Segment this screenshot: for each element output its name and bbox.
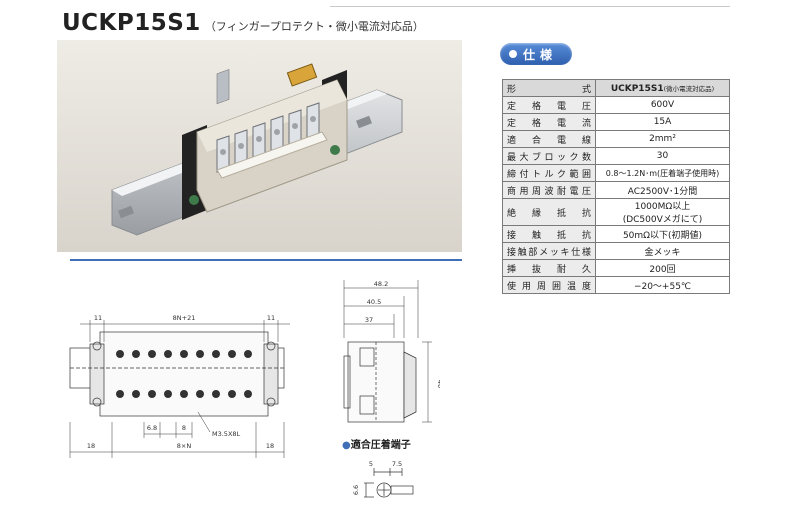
page-title: UCKP15S1（フィンガープロテクト・微小電流対応品） [62,10,424,36]
dim-48-2: 48.2 [374,280,388,288]
dim-40-5: 40.5 [367,298,381,306]
block-body [99,331,269,417]
section-divider [70,259,462,261]
spec-value: −20～+55℃ [595,276,730,294]
dim-8: 8 [182,424,186,432]
spec-badge: 仕様 [500,43,572,65]
spec-label: 絶縁抵抗 [502,198,596,226]
dim-37: 37 [365,316,373,324]
bullet-icon: ● [342,440,351,451]
dim-11-right: 11 [267,314,275,322]
spec-header-label: 形 式 [502,79,596,97]
spec-value: 15A [595,113,730,131]
dim-8n21: 8N+21 [173,314,196,322]
spec-label: 定格電圧 [502,96,596,114]
spec-value: 2mm² [595,130,730,148]
badge-dot-icon [509,50,517,58]
spec-value: 0.8～1.2N･m(圧着端子使用時) [595,164,730,182]
spec-value: 1000MΩ以上(DC500Vメガにて) [595,198,730,226]
spec-row: 接触部メッキ仕様金メッキ [502,242,730,260]
dim-screw: M3.5X8L [212,430,241,438]
crimp-terminal-title: ●適合圧着端子 [342,436,411,451]
crimp-terminal-label: 適合圧着端子 [350,440,411,451]
model-subtitle: （フィンガープロテクト・微小電流対応品） [204,20,424,33]
product-photo [57,40,462,252]
header-divider [330,6,730,7]
dim-8xn: 8×N [177,442,192,450]
spec-label: 商用周波耐電圧 [502,181,596,199]
terminal-block-illustration [57,40,462,252]
spec-label: 適合電線 [502,130,596,148]
spec-label: 使用周囲温度 [502,276,596,294]
dim-6-6: 6.6 [352,485,360,495]
dim-5: 5 [369,460,373,468]
spec-label: 最大ブロック数 [502,147,596,165]
spec-value: 50mΩ以下(初期値) [595,225,730,243]
spec-row: 使用周囲温度−20～+55℃ [502,276,730,294]
spec-label: 挿抜耐久 [502,259,596,277]
spec-header-row: 形 式 UCKP15S1(微小電流対応品) [502,79,730,97]
spec-value: 200回 [595,259,730,277]
dim-11-left: 11 [94,314,102,322]
dimension-drawing: 11 8N+21 11 18 8×N 18 6.8 8 M3.5X8L 48.2… [69,280,440,498]
dim-18-left: 18 [87,442,95,450]
spec-value: 金メッキ [595,242,730,260]
spec-badge-label: 仕様 [523,47,558,62]
spec-value: 30 [595,147,730,165]
dim-6-8: 6.8 [147,424,157,432]
spec-value: 600V [595,96,730,114]
dim-7-5: 7.5 [392,460,402,468]
dim-18-right: 18 [266,442,274,450]
spec-label: 接触部メッキ仕様 [502,242,596,260]
spec-label: 締付トルク範囲 [502,164,596,182]
spec-value: AC2500V･1分間 [595,181,730,199]
model-name: UCKP15S1 [62,10,201,36]
spec-label: 定格電流 [502,113,596,131]
spec-label: 接触抵抗 [502,225,596,243]
spec-header-model: UCKP15S1(微小電流対応品) [595,79,730,97]
dim-46: 46 [436,380,440,388]
